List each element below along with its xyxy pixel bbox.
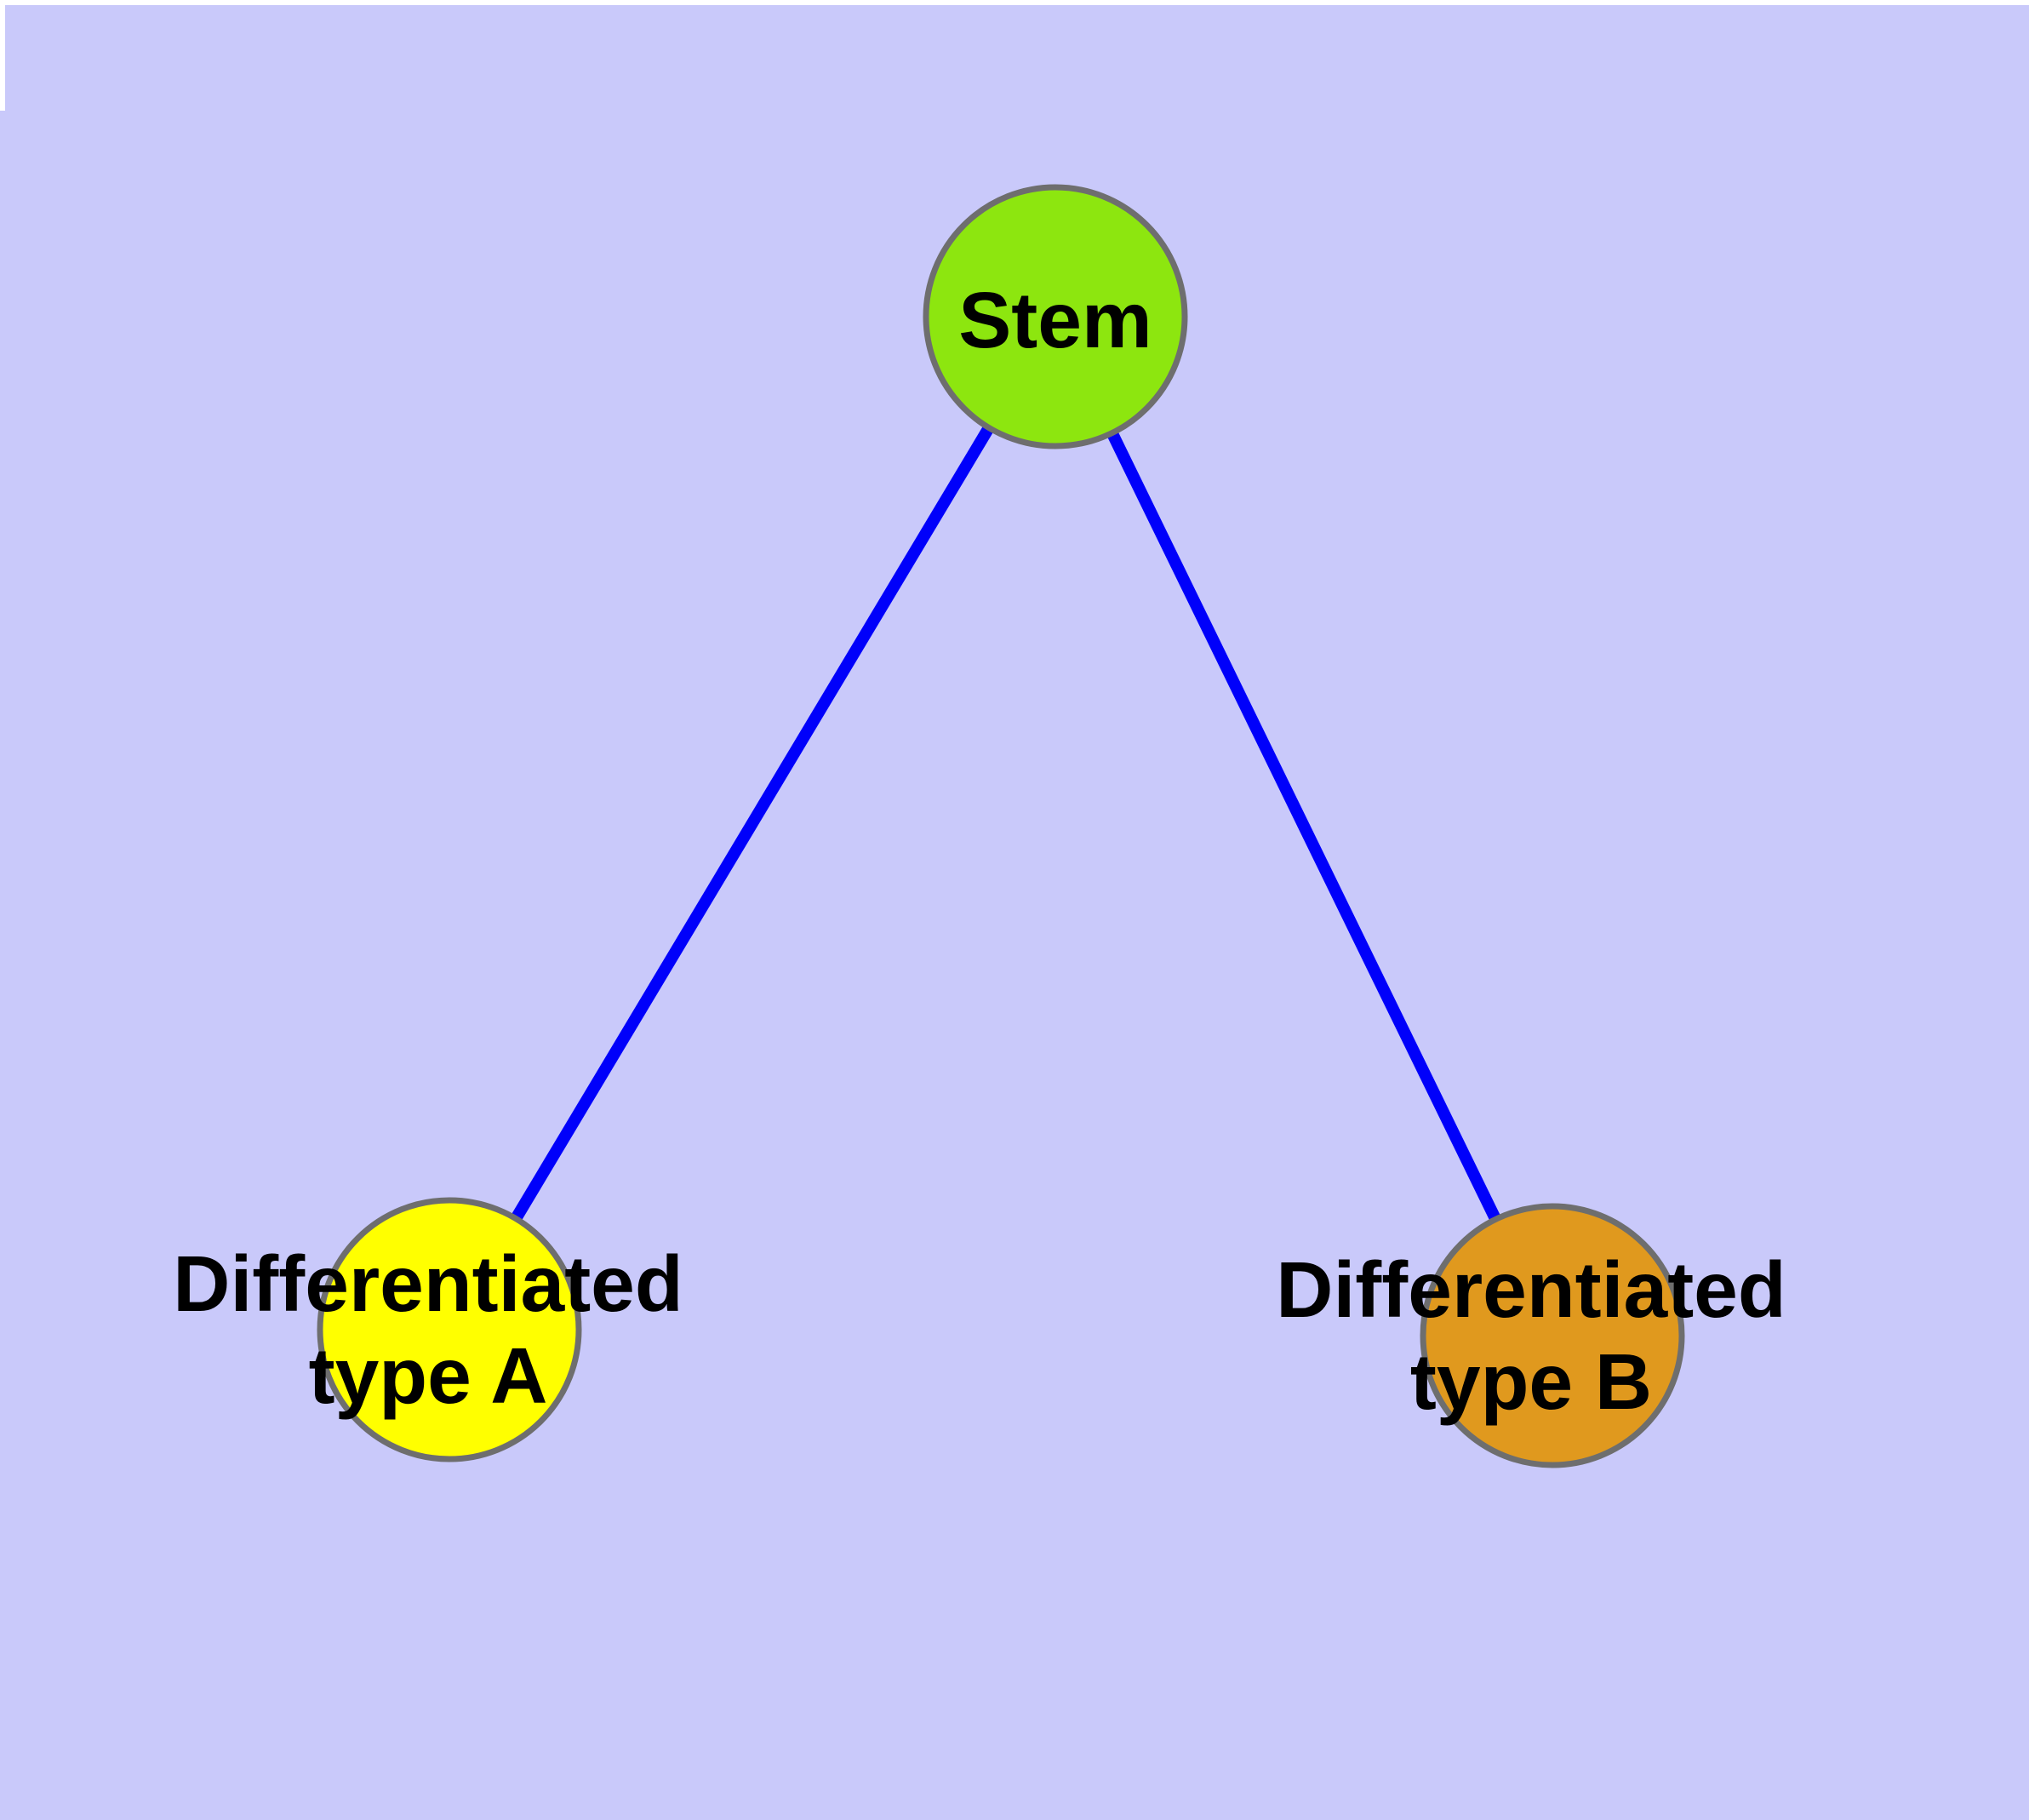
node-stem-label: Stem — [958, 276, 1152, 364]
node-type-a-label-line1: Differentiated — [173, 1239, 683, 1328]
node-stem-circle — [923, 184, 1188, 449]
frame-top-strip — [0, 0, 2029, 5]
node-type-b-label-line1: Differentiated — [1276, 1245, 1786, 1334]
node-type-b-circle — [1420, 1203, 1685, 1468]
node-type-a-label-line2: type A — [309, 1331, 548, 1420]
node-type-b-label-line2: type B — [1410, 1337, 1652, 1426]
edge-stem-to-type-a — [443, 313, 1061, 1333]
frame-left-strip — [0, 0, 5, 111]
edge-stem-to-type-b — [1049, 313, 1558, 1339]
node-type-a-circle — [317, 1197, 582, 1462]
